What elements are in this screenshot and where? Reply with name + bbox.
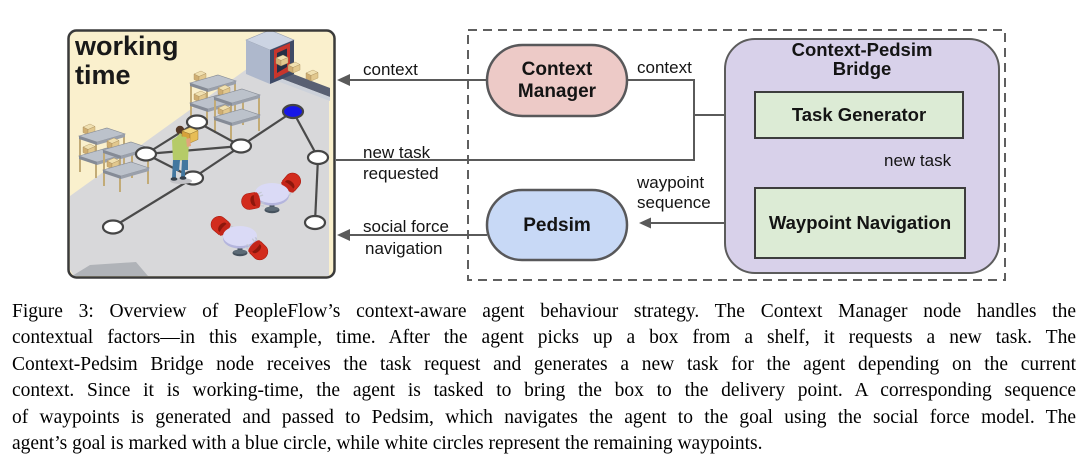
waypoint-node-icon [306,149,330,166]
pedsim-label: Pedsim [523,215,591,236]
context-newtask-line [336,79,695,161]
arrowhead-left-icon [337,74,350,86]
floor [70,61,329,276]
floor-corner-step [72,262,148,276]
waypoint-navigation-node [754,187,966,259]
flow-diagram: Context-Pedsim Bridge Task Generator Way… [336,29,1006,281]
context-manager-label-line-2: Manager [518,81,597,102]
social-force-label-line-1: social force [363,217,449,236]
system-boundary [467,29,1006,281]
agent-icon [170,125,199,184]
caption-line: context. Since it is working-time, the a… [12,380,1076,402]
caption-line: agent’s goal is marked with a blue circl… [12,433,763,455]
task-generator-label: Task Generator [792,104,926,125]
waypoint-sequence-label-line-1: waypoint [636,173,704,192]
waypoint-node-icon [303,214,327,231]
figure-graphic: working time Context-Pedsim Bridge [67,29,1006,281]
bridge-title-line-2: Bridge [833,58,892,79]
social-force-label-line-2: navigation [365,239,443,258]
new-task-requested-label-line-1: new task [363,143,431,162]
arrowhead-left-icon [639,217,651,229]
arrowhead-left-icon [337,229,350,241]
scene-title-line-2: time [75,60,131,90]
context-right-label: context [637,58,692,77]
waypoint-navigation-label: Waypoint Navigation [769,212,951,233]
context-left-label: context [363,60,418,79]
pedsim-node: Pedsim [485,188,629,262]
waypoint-node-icon [134,146,158,162]
context-manager-shape [485,43,629,118]
bridge-title-line-1: Context-Pedsim [792,39,933,60]
connectors [336,79,862,236]
caption-line: contextual factors—in this example, time… [12,327,1076,349]
scene-frame [67,29,336,279]
waypoint-node-icon [101,219,125,235]
new-task-requested-label-line-2: requested [363,164,439,183]
context-manager-node: Context Manager [485,43,629,118]
conveyor-machine-icon [245,31,330,101]
bridge-container: Context-Pedsim Bridge Task Generator Way… [724,38,1000,274]
goal-node-icon [281,103,305,120]
new-task-label: new task [884,151,952,170]
waypoint-nodes [101,103,330,235]
waypoint-node-icon [229,138,253,154]
scene-panel: working time [67,29,336,279]
waypoint-node-icon [185,114,209,130]
caption-line: of waypoints is generated and passed to … [12,406,1076,428]
caption-line: Context-Pedsim Bridge node receives the … [12,353,1076,375]
task-generator-node [754,91,964,139]
caption-line: Figure 3: Overview of PeopleFlow’s conte… [12,301,1076,322]
scene-title-line-1: working [74,31,179,61]
context-manager-label-line-1: Context [522,59,593,80]
figure-caption: Figure 3: Overview of PeopleFlow’s conte… [12,299,1076,457]
waypoint-sequence-label-line-2: sequence [637,193,711,212]
pedsim-shape [485,188,629,262]
